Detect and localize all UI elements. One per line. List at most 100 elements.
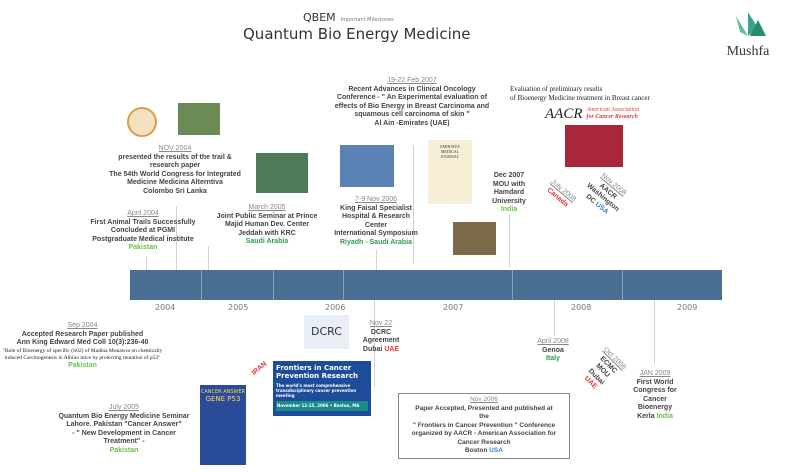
connector <box>554 300 555 336</box>
event-date: 7-9 Nov 2006 <box>354 196 398 203</box>
event-line: Al Ain -Emirates (UAE) <box>374 119 450 127</box>
timeline-divider <box>273 270 274 300</box>
event-date: 19-22 Feb 2007 <box>387 77 437 84</box>
event-line: Evaluation of preliminary results <box>510 85 603 93</box>
journal-title: EMIRATES <box>440 144 460 149</box>
event-line: University <box>492 197 526 205</box>
timeline-divider <box>343 270 344 300</box>
event-line: Dec 2007 <box>493 172 525 179</box>
event-country: India <box>656 412 673 420</box>
event-country: Pakistan <box>109 446 139 454</box>
poster-text: CANCER ANSWER <box>200 389 246 395</box>
event-line: Treatment" - <box>103 438 145 445</box>
event-line: Postgraduate Medical institute <box>92 235 194 243</box>
event-line: Cancer <box>643 395 667 403</box>
event-nov-2004: NOV 2004 presented the results of the tr… <box>100 145 250 196</box>
event-line: Recent Advances in Clinical Oncology <box>348 85 476 93</box>
event-line: Ann King Edward Med Coll 10(3):236-40 <box>16 339 149 346</box>
photo-seminar <box>256 153 308 193</box>
event-country: USA <box>489 447 503 454</box>
event-nov-2006-frontiers: Nov 2006 Paper Accepted, Presented and p… <box>398 393 570 459</box>
event-line: - " New Development in Cancer <box>72 429 176 437</box>
event-line: Concluded at PGMI <box>110 227 176 234</box>
event-line: effects of Bio Energy in Breast Carcinom… <box>334 102 490 110</box>
journal-title: MEDICAL <box>440 149 460 154</box>
event-sep-2004: Sep 2004 Accepted Research Paper publish… <box>0 322 165 370</box>
event-line: Dubai <box>362 345 383 353</box>
dcrc-logo: DCRC <box>304 315 349 349</box>
journal-title: JOURNAL <box>440 154 460 159</box>
timeline-divider <box>201 270 202 300</box>
page-title: Quantum Bio Energy Medicine <box>243 25 471 43</box>
event-line: Colombo Sri Lanka <box>143 187 207 195</box>
connector <box>509 215 510 267</box>
event-line: King Faisal Specialist <box>340 204 412 212</box>
year-label: 2008 <box>571 303 592 312</box>
event-country: UAE <box>384 345 400 353</box>
event-feb-2007: 19-22 Feb 2007 Recent Advances in Clinic… <box>326 77 498 128</box>
banner-title: Frontiers in Cancer <box>276 364 352 372</box>
event-country: Saudi Arabia <box>245 238 289 245</box>
header: QBEM Important Milestones Quantum Bio En… <box>243 6 470 43</box>
aacr-logo-sub: American Association <box>586 107 640 113</box>
banner-sub: The world's most comprehensive transdisc… <box>276 383 357 398</box>
event-quote: "Role of Bioenergy of specific (S02) of … <box>2 347 163 361</box>
header-subtitle: Important Milestones <box>340 17 394 23</box>
event-line: Center <box>364 221 388 229</box>
event-jul-2005: July 2005 Quantum Bio Energy Medicine Se… <box>52 404 196 455</box>
event-line: Paper Accepted, Presented and published … <box>415 404 553 412</box>
timeline-divider <box>512 270 513 300</box>
photo-congress <box>178 103 220 135</box>
event-country: Pakistan <box>128 244 158 251</box>
banner-date: November 12-15, 2006 • Boston, MA <box>276 401 368 411</box>
event-line: research paper <box>149 162 201 169</box>
photo-meeting <box>453 222 496 255</box>
aacr-logo-sub: for Cancer Research <box>586 114 638 120</box>
timeline-bar <box>130 270 722 300</box>
poster-text: GENE P53 <box>205 395 241 403</box>
event-date: March 2005 <box>248 204 286 211</box>
event-line: Hospital & Research <box>341 213 411 220</box>
aacr-red-image <box>565 125 623 167</box>
event-date: JAN 2009 <box>639 370 671 377</box>
year-label: 2009 <box>677 303 698 312</box>
event-country: Pakistan <box>68 361 97 369</box>
event-date: Sep 2004 <box>67 322 98 329</box>
event-line: the <box>479 413 489 420</box>
pgmi-emblem <box>127 107 157 137</box>
connector <box>654 300 655 364</box>
event-line: Majid Human Dev. Center <box>225 221 309 228</box>
timeline-divider <box>622 270 623 300</box>
year-label: 2007 <box>443 303 464 312</box>
leaf-logo-icon <box>736 12 766 36</box>
event-line: Cancer Research <box>457 438 511 446</box>
event-line: squamous cell carcinoma of skin " <box>354 111 470 118</box>
event-apr-2004: April 2004 First Animal Trails Successfu… <box>84 210 202 253</box>
event-line: Conference - " An Experimental evaluatio… <box>336 94 488 101</box>
event-line: International Symposium <box>334 230 418 237</box>
event-line: " Frontiers in Cancer Prevention " Confe… <box>412 421 556 429</box>
aacr-logo-main: AACR <box>545 106 583 122</box>
event-line: The 54th World Congress for Integrated <box>109 170 241 178</box>
connector <box>413 146 414 264</box>
event-line: Congress for <box>633 387 677 394</box>
event-country: Riyadh - Saudi Arabia <box>339 238 413 246</box>
event-line: Joint Public Seminar at Prince <box>216 212 318 220</box>
year-label: 2004 <box>155 303 176 312</box>
event-line: Lahore. Pakistan "Cancer Answer" <box>66 421 182 428</box>
event-line: of Bioenergy Medicine treatment in Breas… <box>510 93 650 102</box>
event-mar-2005: March 2005 Joint Public Seminar at Princ… <box>208 204 326 247</box>
event-date: Nov 2006 <box>470 396 498 403</box>
event-line: Hamdard <box>493 189 525 196</box>
event-line: MOU with <box>492 180 526 188</box>
event-line: Jeddah with KRC <box>238 229 296 237</box>
event-date: NOV 2004 <box>158 145 192 152</box>
year-label: 2005 <box>228 303 249 312</box>
